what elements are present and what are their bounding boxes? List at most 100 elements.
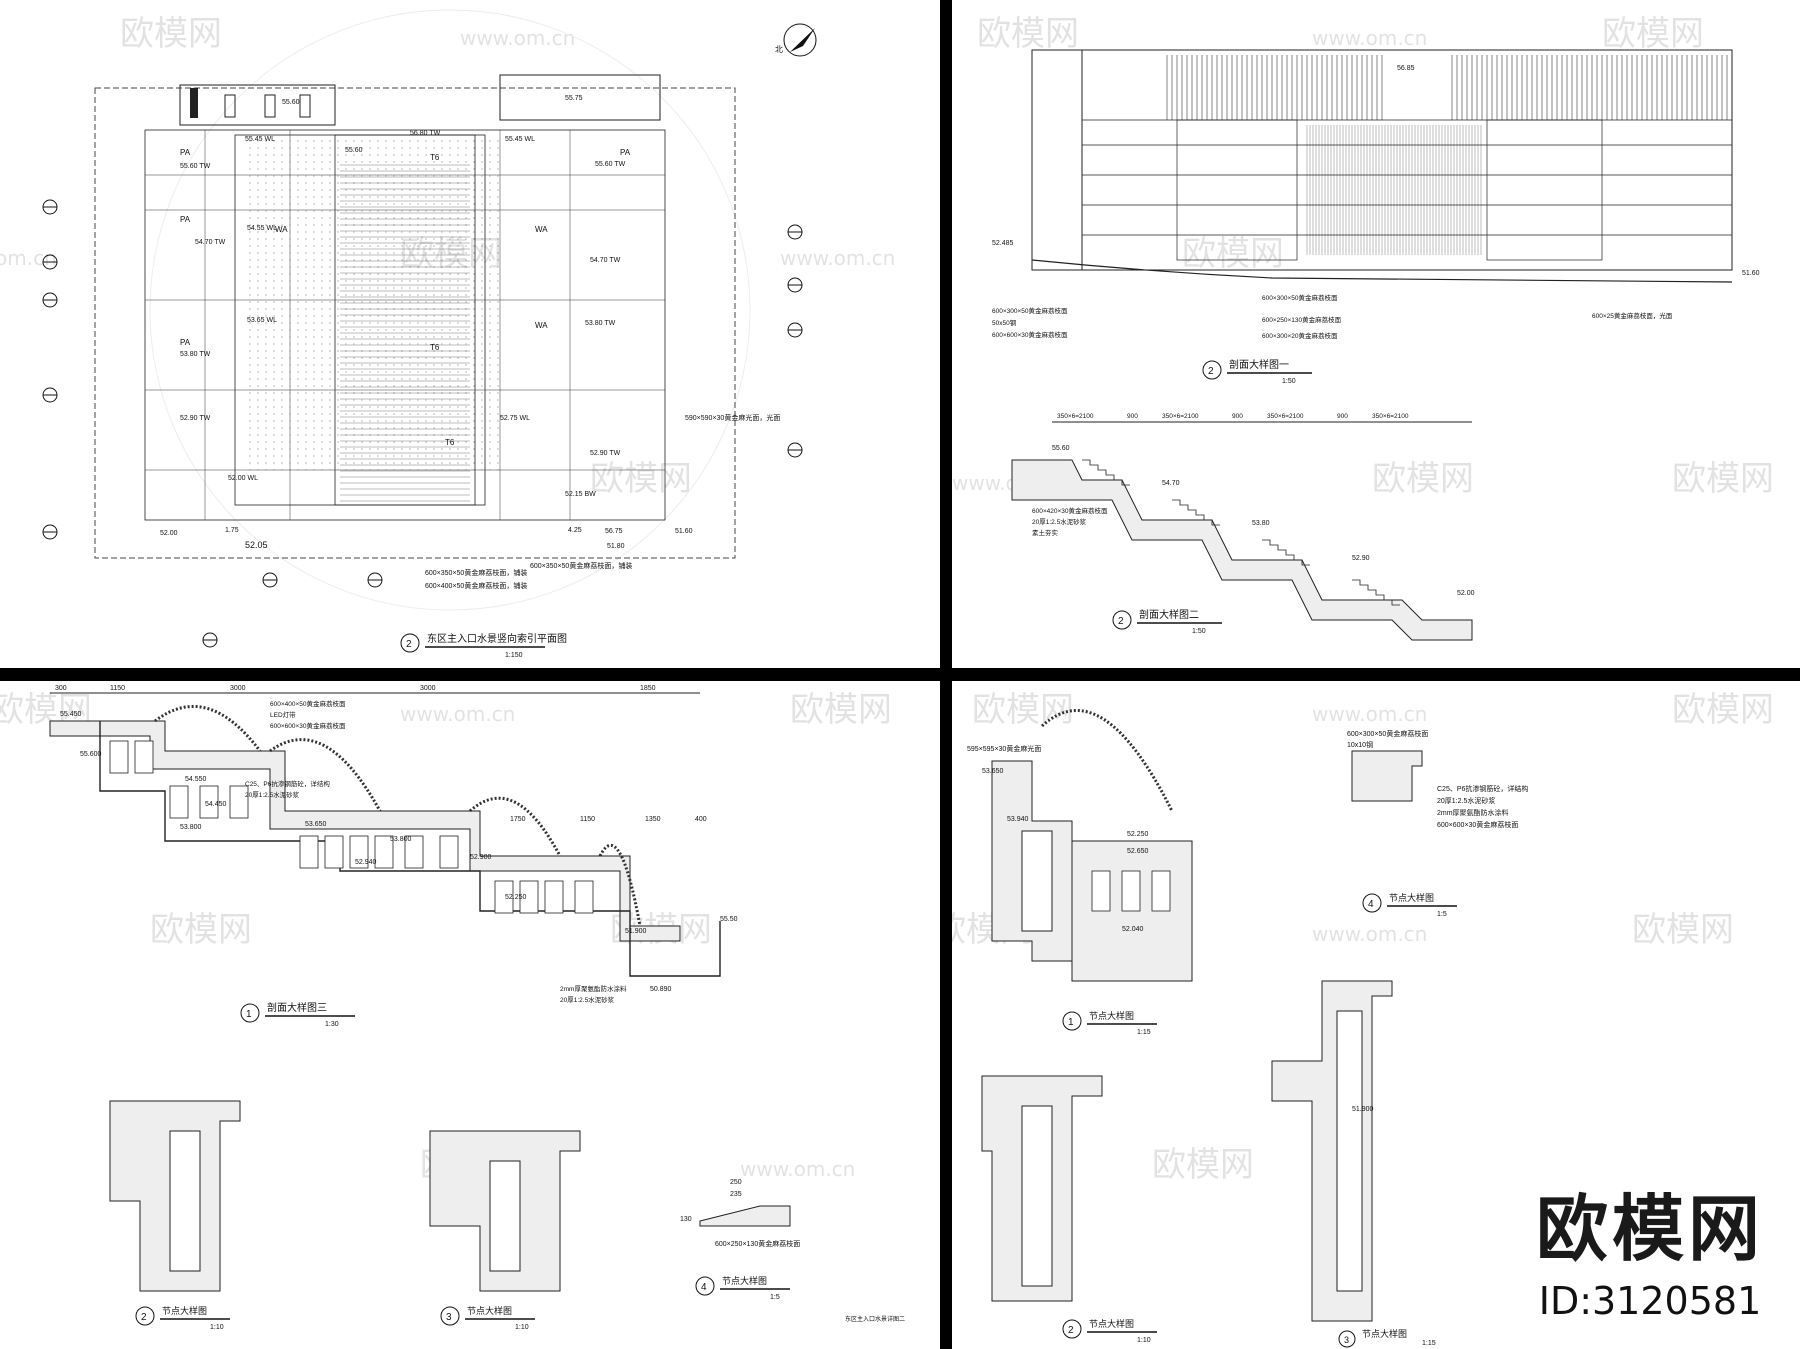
title-scale: 1:30 [325,1021,339,1028]
elevation-label: 56.85 [1397,65,1415,72]
stair-step [1082,459,1130,486]
elevation-label: 52.05 [245,540,268,550]
drawing-sheet-details: 欧模网 www.om.cn 欧模网 欧模网 www.om.cn 欧模网 欧模网 … [952,681,1800,1349]
watermark-site: www.om.cn [1312,702,1427,726]
dimension-label: 400 [695,816,707,823]
title-number: 4 [1368,899,1374,910]
drawing-sheet-section: 欧模网 www.om.cn 欧模网 欧模网 欧模网 欧模网 www.om.cn … [0,681,940,1349]
stair-hatching [249,140,499,502]
title-scale: 1:10 [515,1324,529,1331]
watermark-logo: 欧模网 [1372,459,1474,499]
title-text: 节点大样图 [1362,1328,1407,1339]
planter-void [374,835,394,869]
dimension-label: 350×6=2100 [1372,413,1409,420]
elevation-label: 52.15 BW [565,491,596,498]
planter-void [404,835,424,869]
drawing-title: 2 东区主入口水景竖向索引平面图 1:150 [400,632,567,659]
watermark-logo: 欧模网 [790,690,892,730]
elevation-label: 54.550 [185,776,207,783]
elevation-label: 55.75 [565,95,583,102]
elevation-label: 52.90 TW [590,450,621,457]
title-scale: 1:5 [770,1294,780,1301]
zone-code: T6 [430,343,440,352]
site-boundary [94,87,736,559]
zone-code: PA [180,215,191,224]
material-note: 600×400×50黄金麻荔枝面，铺装 [425,581,527,590]
title-scale: 1:15 [1137,1029,1151,1036]
planter-void [1091,870,1111,912]
planter-void [1151,870,1171,912]
elevation-label: 50.890 [650,986,672,993]
elevation-label: 52.250 [505,894,527,901]
wall-post [299,94,311,118]
watermark-site: www.om.cn [780,246,895,270]
material-note: 2mm厚聚氨酯防水涂料 [560,984,627,993]
brand-logo: 欧模网 ID:3120581 [1515,1170,1785,1323]
material-note: 600×400×50黄金麻荔枝面 [270,699,346,708]
detail-3: 3 节点大样图 1:10 [429,1130,581,1331]
title-text: 节点大样图 [467,1305,512,1316]
title-text: 剖面大样图三 [267,1001,327,1014]
planter-void [519,880,539,914]
elevation-label: 52.00 [1457,590,1475,597]
elevation-label: 51.60 [675,528,693,535]
elevation-label: 55.60 [282,99,300,106]
zone-code: WA [275,225,288,234]
material-note: 600×250×130黄金麻荔枝面 [1262,315,1342,324]
top-wall-left [179,84,336,126]
watermark-logo: 欧模网 [977,14,1079,54]
watermark-logo: 欧模网 [1182,234,1284,274]
title-number: 3 [1344,1335,1349,1345]
dimension-label: 250 [730,1179,742,1186]
watermark-layer: 欧模网 www.om.cn 欧模网 om.cn www.om.cn 欧模网 [0,9,895,611]
elevation-view: 56.85 52.485 51.60 600×300×50黄金麻荔枝面 50x5… [992,49,1760,385]
elevation-label: 55.45 WL [505,136,535,143]
zone-code: WA [535,225,548,234]
watermark-logo: 欧模网 [1672,690,1774,730]
title-scale: 1:5 [1437,911,1447,918]
material-note: C25、P6抗渗钢筋砼，详结构 [1437,784,1528,793]
watermark-layer: 欧模网 www.om.cn 欧模网 欧模网 www.om.cn 欧模网 欧模网 [952,14,1774,499]
title-number: 2 [406,639,412,650]
elevation-label: 53.65 WL [247,317,277,324]
elevation-label: 55.600 [80,751,102,758]
elevation-label: 54.450 [205,801,227,808]
title-scale: 1:10 [210,1324,224,1331]
elevation-label: 52.485 [992,240,1014,247]
material-note: 600×300×50黄金麻荔枝面 [1262,293,1338,302]
watermark-site: www.om.cn [1312,922,1427,946]
dimension-label: 1350 [645,816,661,823]
elevation-label: 52.90 TW [180,415,211,422]
material-note: 600×250×130黄金麻荔枝面 [715,1239,800,1248]
material-note: 600×420×30黄金麻荔枝面 [1032,506,1108,515]
details-drawing: 欧模网 www.om.cn 欧模网 欧模网 www.om.cn 欧模网 欧模网 … [952,690,1774,1348]
watermark-logo: 欧模网 [150,910,252,950]
planter-void [199,785,219,819]
title-number: 2 [1068,1325,1074,1336]
stair-step [1262,539,1310,566]
material-note: 10x10钢 [1347,740,1373,749]
material-note: 590×590×30黄金麻光面，光面 [685,413,780,422]
elevation-label: 53.800 [390,836,412,843]
elevation-label: 53.80 [1252,520,1270,527]
dimension-label: 1150 [110,685,125,692]
material-note: 20厚1:2.5水泥砂浆 [560,995,615,1004]
detail-3: 51.900 3 节点大样图 1:15 [1271,980,1436,1348]
title-text: 剖面大样图一 [1229,358,1289,371]
dimension-label: 350×6=2100 [1162,413,1199,420]
dimension-label: 350×6=2100 [1267,413,1304,420]
zone-codes: PA PA PA PA WA WA WA T6 T6 T6 [180,148,631,447]
title-text: 剖面大样图二 [1139,608,1199,621]
elevation-label: 51.900 [625,928,647,935]
planter-void [169,785,189,819]
planter-void [574,880,594,914]
detail-4: 250 235 130 600×250×130黄金麻荔枝面 4 节点大样图 1:… [680,1179,800,1301]
drawing-sheet-elevation: 欧模网 www.om.cn 欧模网 欧模网 www.om.cn 欧模网 欧模网 … [952,0,1800,668]
watermark-site: www.om.cn [740,1157,855,1181]
section-drawing: 欧模网 www.om.cn 欧模网 欧模网 欧模网 欧模网 www.om.cn … [0,685,905,1331]
title-text: 节点大样图 [162,1305,207,1316]
title-scale: 1:50 [1282,378,1296,385]
zone-code: T6 [430,153,440,162]
planter-void [229,785,249,819]
